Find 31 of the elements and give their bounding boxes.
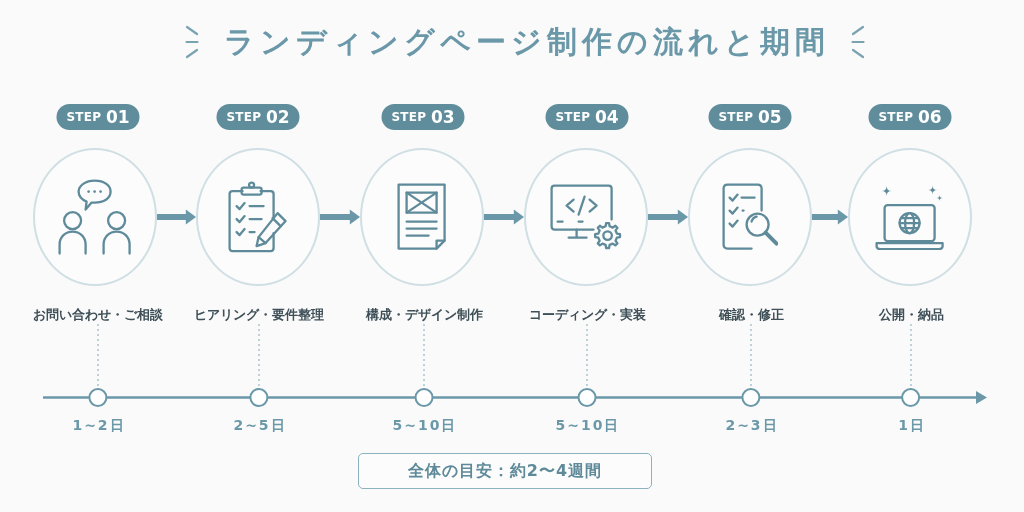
step-name: ヒアリング・要件整理	[194, 306, 324, 324]
duration-label: 5~10日	[554, 416, 621, 434]
duration-label: 5~10日	[391, 416, 458, 434]
step-name: コーディング・実装	[528, 306, 646, 324]
step-badge: STEP 03	[381, 104, 465, 130]
step-badge: STEP 06	[868, 104, 952, 130]
step-badge: STEP 05	[708, 104, 792, 130]
step-badge: STEP 02	[216, 104, 300, 130]
step-name: 公開・納品	[878, 306, 944, 324]
step-name: 構成・デザイン制作	[365, 306, 483, 324]
leader-line	[586, 323, 588, 389]
step-badge: STEP 04	[545, 104, 629, 130]
arrow	[320, 209, 360, 225]
duration-label: 2~5日	[232, 416, 287, 434]
title: ランディングページ制作の流れと期間	[224, 23, 830, 61]
leader-line	[97, 323, 99, 389]
leader-line	[258, 323, 260, 389]
leader-line	[910, 323, 912, 389]
arrow	[812, 209, 848, 225]
leader-line	[423, 323, 425, 389]
duration-label: 2~3日	[724, 416, 779, 434]
leader-line	[750, 323, 752, 389]
step-name: お問い合わせ・ご相談	[33, 306, 163, 324]
step-badge: STEP 01	[56, 104, 140, 130]
arrow	[484, 209, 524, 225]
arrow	[648, 209, 688, 225]
step-name: 確認・修正	[718, 306, 784, 324]
arrow	[157, 209, 196, 225]
duration-label: 1日	[897, 416, 926, 434]
summary-box: 全体の目安：約2〜4週間	[358, 453, 652, 489]
duration-label: 1~2日	[71, 416, 126, 434]
